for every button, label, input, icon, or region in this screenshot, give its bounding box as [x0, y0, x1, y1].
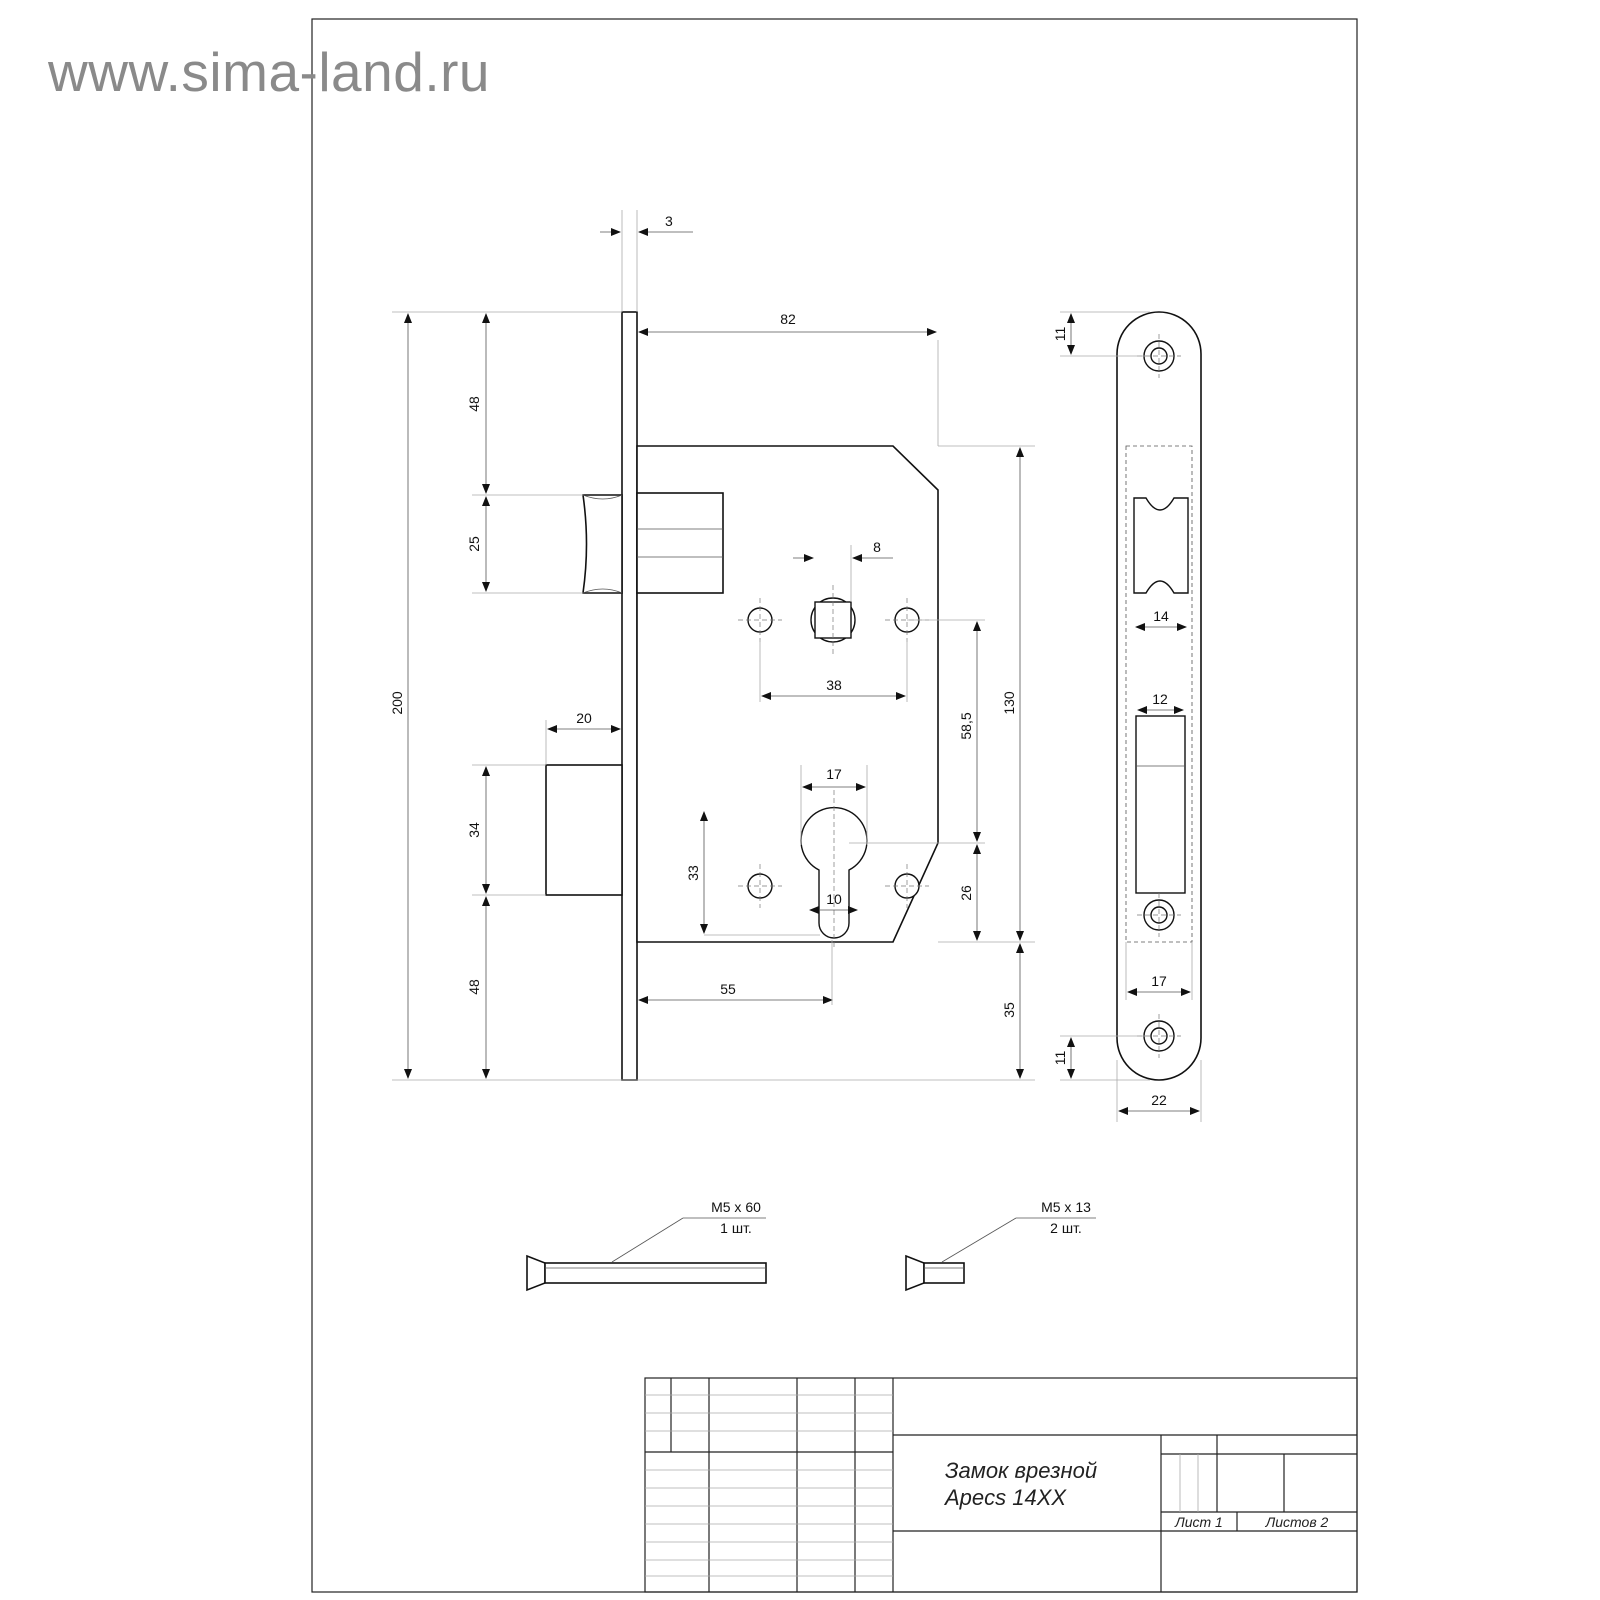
dim-cylinder-width: 17	[826, 766, 842, 782]
dim-top-to-latch: 48	[466, 396, 482, 412]
strike-screw-hole-middle	[1137, 893, 1181, 937]
faceplate	[621, 311, 638, 1081]
sheet-count-label: Листов 2	[1265, 1514, 1329, 1530]
screw-hole-top-left	[738, 598, 782, 642]
bolt-window	[1135, 715, 1186, 894]
screw-short-spec: M5 x 13	[1041, 1199, 1091, 1215]
dim-bolt-window-width: 12	[1152, 691, 1168, 707]
dim-latch-height: 25	[466, 536, 482, 552]
title-line-1: Замок врезной	[945, 1458, 1097, 1483]
screw-long-qty: 1 шт.	[720, 1220, 752, 1236]
dim-case-depth: 82	[780, 311, 796, 327]
dimension-lines	[404, 228, 1024, 1079]
sheet-number-label: Лист 1	[1174, 1514, 1223, 1530]
screw-long	[526, 1217, 767, 1292]
screw-long-spec: M5 x 60	[711, 1199, 761, 1215]
dim-cylinder-to-case-bottom: 26	[958, 885, 974, 901]
screw-hole-bottom-left	[738, 864, 782, 908]
dead-bolt	[545, 764, 623, 896]
screw-short-qty: 2 шт.	[1050, 1220, 1082, 1236]
dim-plate-width: 22	[1151, 1092, 1167, 1108]
dim-faceplate-thickness: 3	[665, 213, 673, 229]
title-line-2: Apecs 14XX	[943, 1485, 1067, 1510]
title-block	[644, 1377, 1358, 1593]
dim-spindle-to-cylinder: 58,5	[958, 712, 974, 739]
spindle-hub	[810, 585, 856, 655]
dim-spindle-size: 8	[873, 539, 881, 555]
dim-pocket-width: 17	[1151, 973, 1167, 989]
dim-bolt-height: 34	[466, 822, 482, 838]
dim-cylinder-slot: 10	[826, 891, 842, 907]
dim-backset: 55	[720, 981, 736, 997]
strike-plate-view	[1116, 311, 1202, 1081]
dimension-labels: 3 82 8 200 48 25 20 34 48 130 58,5 26 35…	[389, 213, 1017, 1018]
watermark-text: www.sima-land.ru	[48, 41, 491, 103]
dim-body-height: 130	[1001, 691, 1017, 715]
strike-dimension-labels: 11 11 14 12 17 22	[1052, 327, 1169, 1108]
dim-bolt-throw: 20	[576, 710, 592, 726]
dim-case-bottom-to-plate-end: 35	[1001, 1002, 1017, 1018]
strike-dimension-lines	[1060, 311, 1202, 1122]
latch-bolt	[582, 492, 724, 594]
dim-cylinder-height: 33	[685, 865, 701, 881]
screw-short	[905, 1217, 1096, 1292]
dim-latch-window-width: 14	[1153, 608, 1169, 624]
dim-strike-top-offset: 11	[1052, 327, 1068, 342]
dim-strike-bottom-offset: 11	[1052, 1051, 1068, 1066]
screw-hole-bottom-right	[885, 864, 929, 908]
dim-total-height: 200	[389, 691, 405, 715]
dim-bolt-to-bottom: 48	[466, 979, 482, 995]
strike-screw-hole-top	[1137, 334, 1181, 378]
extension-lines	[392, 210, 1035, 1081]
latch-window	[1133, 497, 1189, 594]
strike-pocket-outline	[1125, 445, 1193, 943]
dim-screw-hole-spacing: 38	[826, 677, 842, 693]
